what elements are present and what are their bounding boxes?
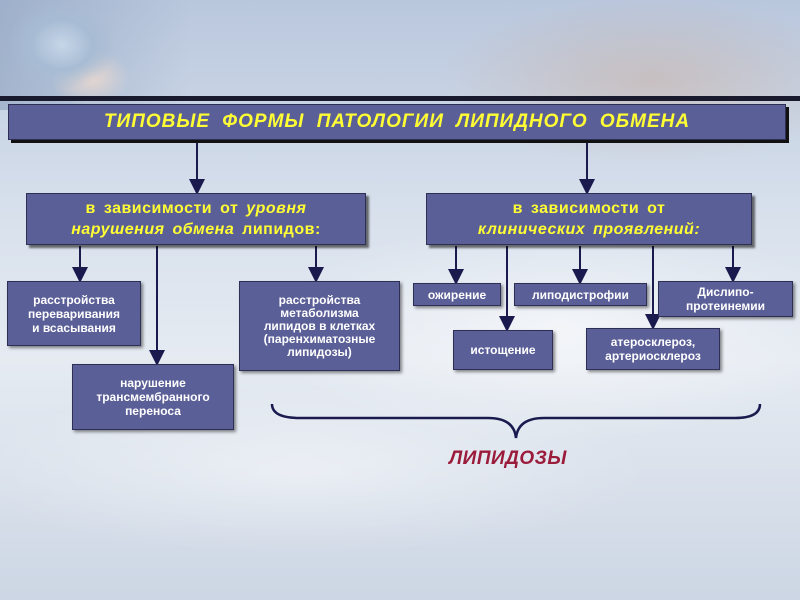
cat1-line2-em: нарушения обмена bbox=[71, 221, 235, 238]
b3-line4: (паренхиматозные bbox=[263, 331, 376, 346]
b5-text: липодистрофии bbox=[532, 287, 629, 302]
b7-text: истощение bbox=[470, 343, 536, 357]
b8-line2: артериосклероз bbox=[605, 349, 701, 363]
diagram-title: ТИПОВЫЕ ФОРМЫ ПАТОЛОГИИ ЛИПИДНОГО ОБМЕНА bbox=[8, 104, 786, 140]
b6-line2: протеинемии bbox=[686, 299, 765, 313]
b3-line2: метаболизма bbox=[280, 305, 359, 320]
b6-line1: Дислипо- bbox=[697, 285, 754, 299]
box-cell-metabolism: расстройства метаболизма липидов в клетк… bbox=[239, 281, 400, 371]
category-by-clinical: в зависимости от клинических проявлений: bbox=[426, 193, 752, 245]
cat1-line2-plain: липидов: bbox=[234, 221, 321, 238]
box-lipodystrophy: липодистрофии bbox=[514, 283, 647, 306]
lipidoses-brace bbox=[270, 403, 762, 439]
cat1-line1-em: уровня bbox=[246, 200, 307, 217]
b3-line3: липидов в клетках bbox=[263, 318, 376, 333]
box-digestion-absorption: расстройства переваривания и всасывания bbox=[7, 281, 141, 346]
b2-line2: трансмембранного bbox=[96, 390, 210, 404]
box-exhaustion: истощение bbox=[453, 330, 553, 370]
b2-line1: нарушение bbox=[120, 376, 186, 390]
box-dyslipoproteinemia: Дислипо- протеинемии bbox=[658, 281, 793, 317]
lipidoses-label: ЛИПИДОЗЫ bbox=[449, 448, 567, 469]
cat1-line1-plain: в зависимости от bbox=[85, 200, 247, 217]
b3-line5: липидозы) bbox=[287, 344, 352, 359]
b4-text: ожирение bbox=[427, 287, 487, 302]
b3-line1: расстройства bbox=[278, 292, 361, 307]
b2-line3: переноса bbox=[125, 404, 181, 418]
box-obesity: ожирение bbox=[413, 283, 501, 306]
cat2-line2: клинических проявлений: bbox=[477, 221, 701, 238]
cat2-line1: в зависимости от bbox=[512, 200, 666, 217]
box-transmembrane-transport: нарушение трансмембранного переноса bbox=[72, 364, 234, 430]
surgeon-photo bbox=[0, 0, 190, 110]
b1-line2: переваривания bbox=[27, 306, 121, 321]
b1-line3: и всасывания bbox=[32, 320, 116, 335]
b1-line1: расстройства bbox=[33, 292, 115, 307]
title-text: ТИПОВЫЕ ФОРМЫ ПАТОЛОГИИ ЛИПИДНОГО ОБМЕНА bbox=[103, 111, 691, 132]
header-rule bbox=[0, 96, 800, 101]
box-atherosclerosis: атеросклероз, артериосклероз bbox=[586, 328, 720, 370]
b8-line1: атеросклероз, bbox=[610, 335, 696, 349]
category-by-level: в зависимости от уровня нарушения обмена… bbox=[26, 193, 366, 245]
